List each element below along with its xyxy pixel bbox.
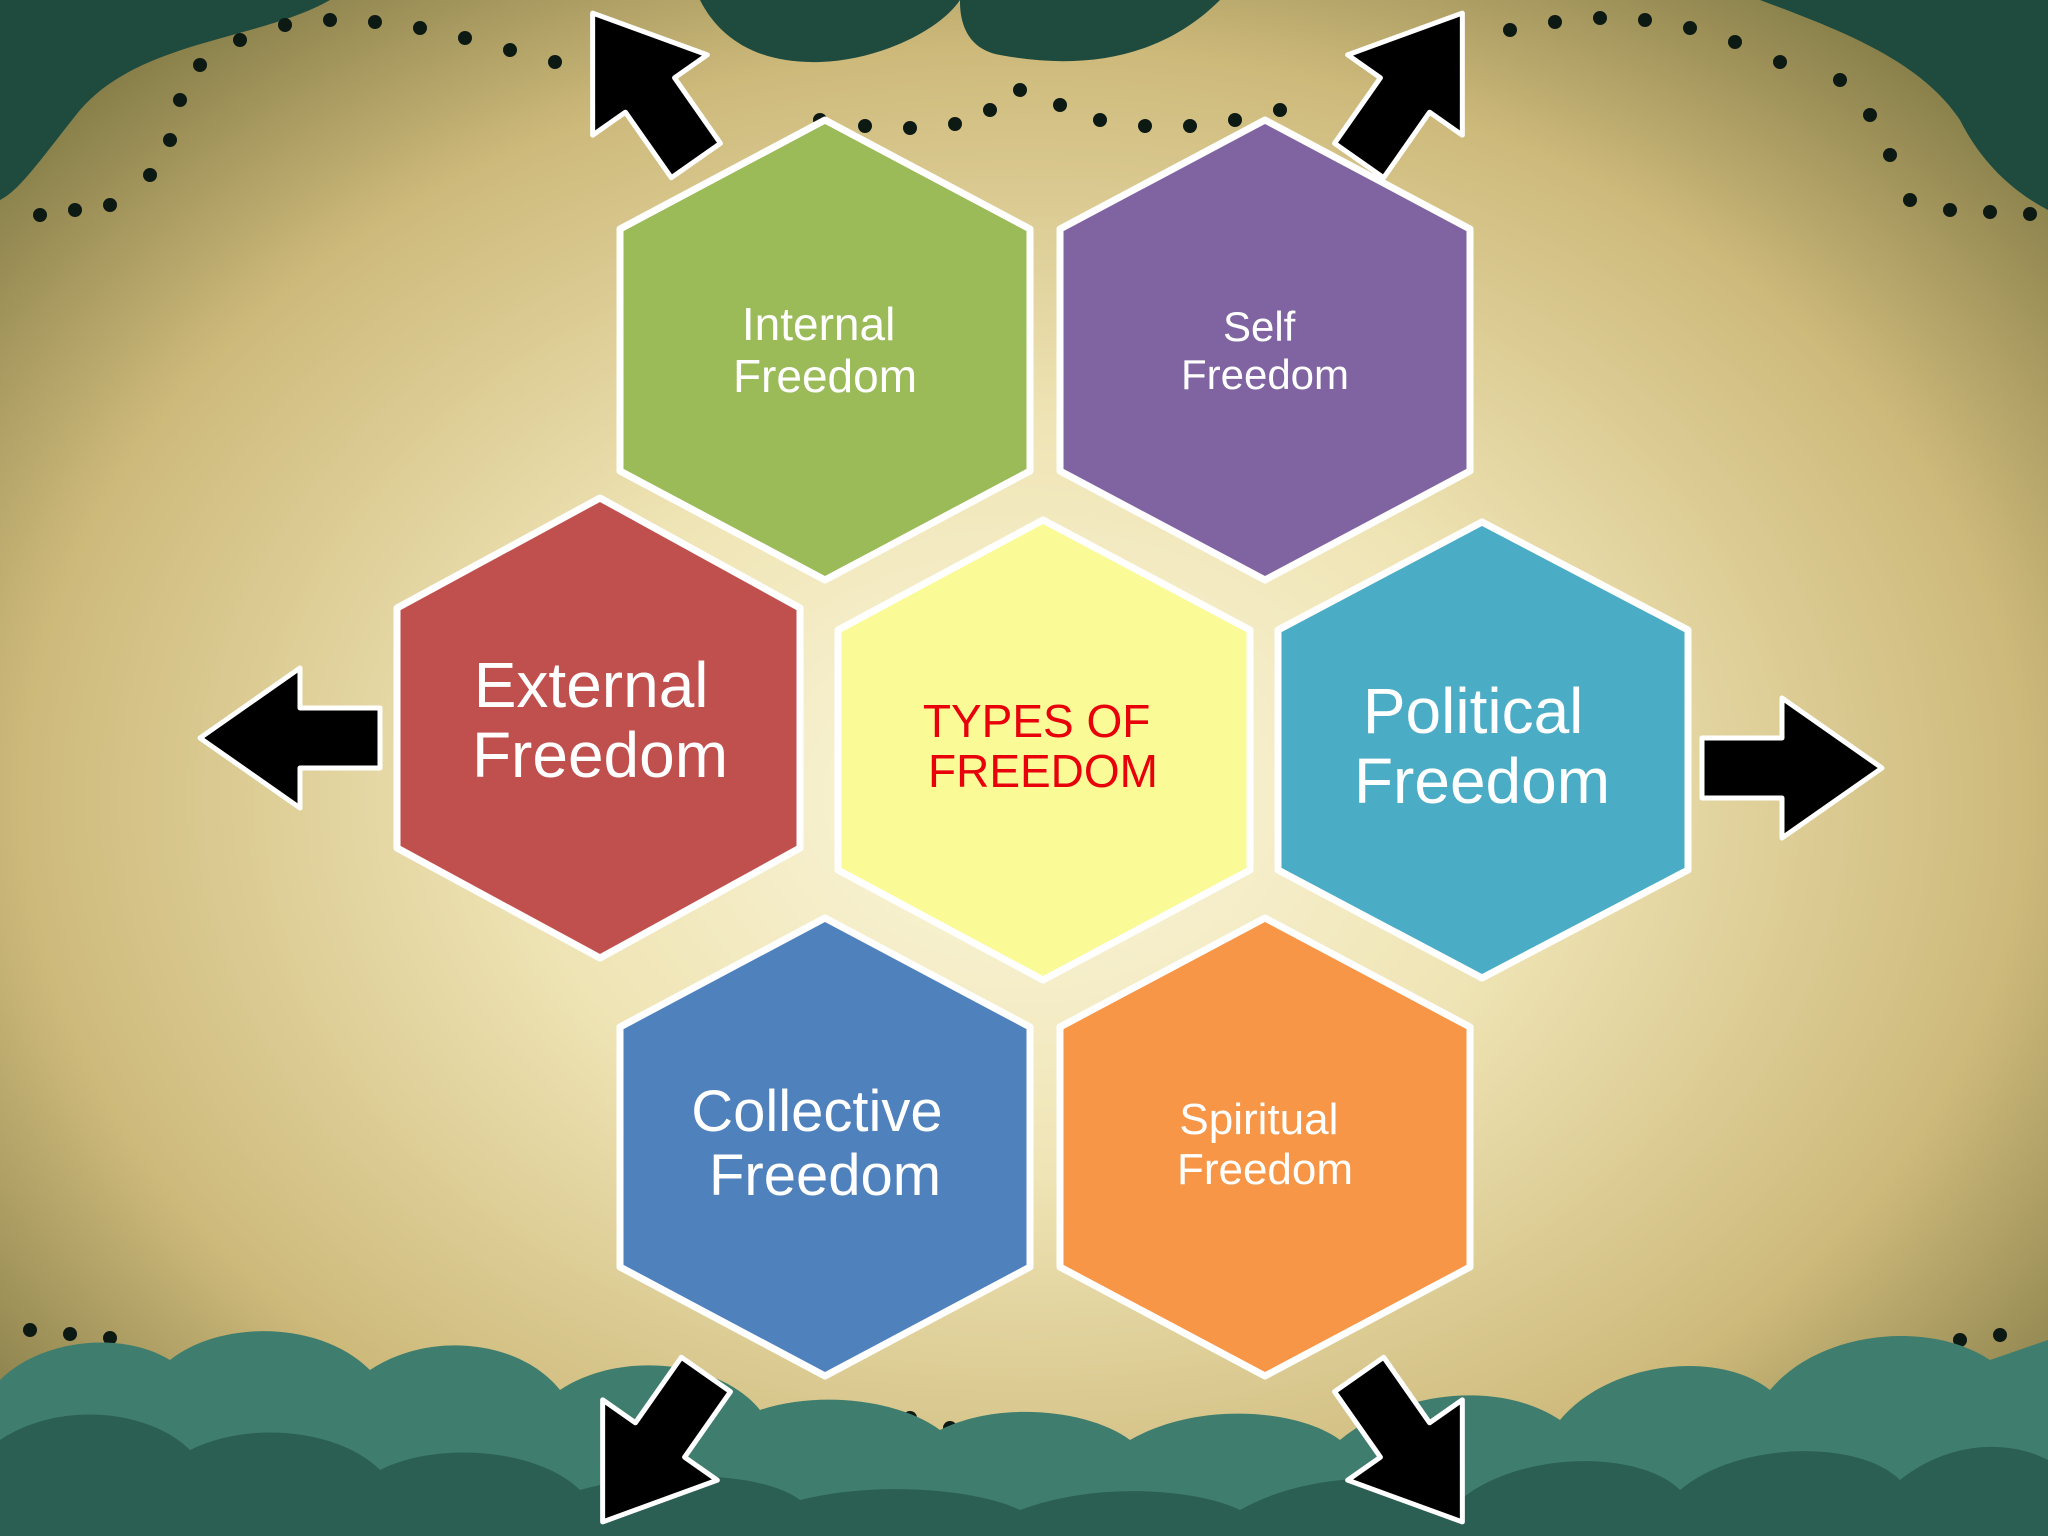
hexagon-internal-freedom[interactable]: Internal Freedom [616, 116, 1034, 584]
hexagon-external-freedom-label: External Freedom [472, 649, 728, 791]
hexagon-spiritual-freedom-label: Spiritual Freedom [1177, 1095, 1353, 1194]
arrow-up-left [590, 10, 723, 181]
hexagon-internal-freedom-shape [616, 116, 1034, 584]
arrows [197, 10, 1885, 1525]
arrow-right [1699, 695, 1885, 841]
arrow-left [197, 665, 383, 811]
hexagon-self-freedom-shape [1056, 116, 1474, 584]
hexagon-self-freedom-label: Self Freedom [1181, 303, 1349, 398]
hexagon-collective-freedom[interactable]: Collective Freedom [616, 914, 1034, 1380]
hexagon-types-of-freedom-center[interactable]: TYPES OF FREEDOM [834, 516, 1254, 984]
top-center-ornament [700, 0, 1220, 63]
hexagon-spiritual-freedom[interactable]: Spiritual Freedom [1056, 914, 1474, 1380]
hexagon-internal-freedom-label: Internal Freedom [733, 298, 917, 402]
hexagon-political-freedom-label: Political Freedom [1354, 675, 1610, 817]
hexagon-political-freedom[interactable]: Political Freedom [1274, 518, 1692, 982]
cloud-front-layer [0, 1414, 2048, 1536]
hexagon-spiritual-freedom-shape [1056, 914, 1474, 1380]
top-left-corner-ornament [0, 0, 330, 200]
top-right-corner-ornament [1760, 0, 2048, 210]
hexagon-collective-freedom-shape [616, 914, 1034, 1380]
hexagon-self-freedom[interactable]: Self Freedom [1056, 116, 1474, 584]
hexagon-external-freedom-shape [393, 494, 804, 962]
hexagon-political-freedom-shape [1274, 518, 1692, 982]
hexagon-external-freedom[interactable]: External Freedom [393, 494, 804, 962]
arrow-up-right [1332, 10, 1465, 181]
arrow-down-right [1332, 1354, 1465, 1525]
hexagon-collective-freedom-label: Collective Freedom [691, 1079, 959, 1208]
hexagon-center-label: TYPES OF FREEDOM [923, 695, 1163, 797]
hexagon-center-shape [834, 516, 1254, 984]
bottom-clouds [0, 1331, 2048, 1536]
hexagons: Internal Freedom Self Freedom External F… [393, 116, 1692, 1380]
arrow-down-left [600, 1354, 733, 1525]
